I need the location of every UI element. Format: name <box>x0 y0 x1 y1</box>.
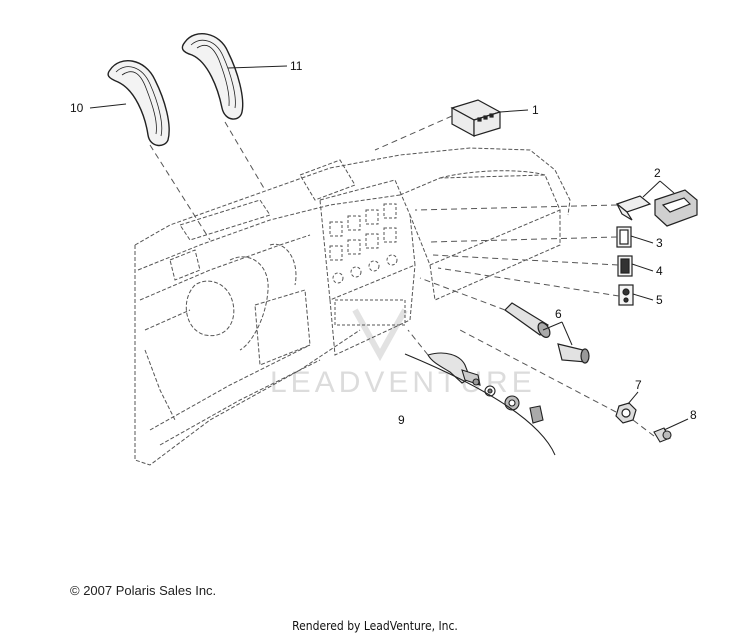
leader-lines <box>89 65 689 431</box>
callout-10: 10 <box>70 101 84 115</box>
part-11-grille <box>181 33 244 120</box>
callout-4: 4 <box>656 264 663 278</box>
callout-3: 3 <box>656 236 663 250</box>
switch-panel <box>329 203 406 326</box>
callout-9: 9 <box>398 413 405 427</box>
part-2-bezels <box>615 189 698 227</box>
callouts: 1 2 3 4 5 6 7 8 9 10 11 <box>70 59 697 427</box>
rendered-by-text: Rendered by LeadVenture, Inc. <box>292 619 458 633</box>
callout-6: 6 <box>555 307 562 321</box>
callout-7: 7 <box>635 378 642 392</box>
part-9-ignition-kit <box>427 352 544 424</box>
part-10-grille <box>107 60 170 147</box>
part-1-connector <box>450 99 502 138</box>
callout-2: 2 <box>654 166 661 180</box>
assembly-lines <box>149 115 655 437</box>
dashboard-assembly <box>134 147 571 466</box>
part-8-fitting <box>653 427 672 443</box>
callout-8: 8 <box>690 408 697 422</box>
callout-11: 11 <box>290 59 303 73</box>
part-4-switch <box>617 255 633 277</box>
part-3-switch <box>616 226 632 248</box>
watermark: LEADVENTURE <box>270 308 536 399</box>
callout-5: 5 <box>656 293 663 307</box>
callout-1: 1 <box>532 103 539 117</box>
copyright-text: © 2007 Polaris Sales Inc. <box>70 583 217 598</box>
watermark-text: LEADVENTURE <box>270 366 536 399</box>
part-9-bracket-line <box>404 353 556 456</box>
part-6-socket <box>504 302 590 364</box>
part-7-nut <box>615 402 637 424</box>
part-5-switch <box>618 284 634 306</box>
